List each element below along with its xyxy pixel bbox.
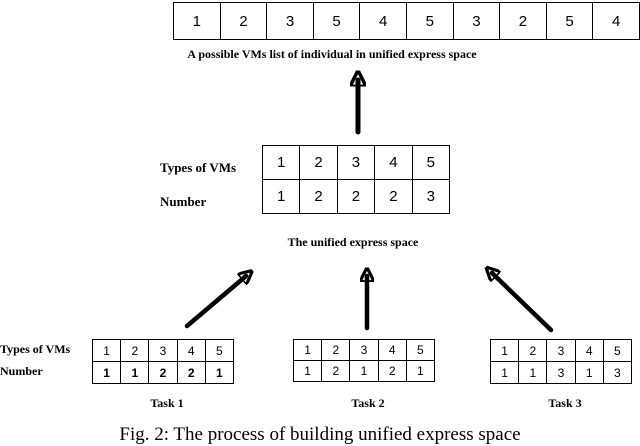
task3-number-cell: 1 (489, 361, 520, 384)
unified-number-cell: 2 (336, 179, 376, 214)
task3-number-cell: 1 (574, 361, 604, 384)
arrow-task3 (492, 273, 554, 333)
unified-type-cell: 2 (299, 145, 338, 180)
vm-list-table: 1 2 3 5 4 5 3 2 5 4 (173, 2, 640, 40)
unified-number-label: Number (160, 194, 207, 209)
task2-number-cell: 1 (292, 360, 323, 382)
task3-table: 1 2 3 4 5 1 1 3 1 3 (489, 339, 632, 384)
task3-number-cell: 1 (518, 361, 548, 384)
vm-list-cell: 2 (499, 2, 547, 40)
task1-number-label: Number (0, 364, 43, 378)
task1-table: 1 2 3 4 5 1 1 2 2 1 (91, 339, 234, 384)
vm-list-cell: 3 (452, 2, 501, 40)
unified-type-cell: 4 (374, 145, 413, 180)
figure-caption: Fig. 2: The process of building unified … (119, 424, 521, 445)
unified-number-cell: 2 (299, 179, 338, 214)
task2-caption: Task 2 (351, 396, 385, 410)
task2-number-cell: 2 (321, 360, 351, 382)
vm-list-cell: 1 (173, 2, 221, 40)
task3-number-cell: 3 (546, 361, 576, 384)
vm-list-caption: A possible VMs list of individual in uni… (187, 47, 477, 61)
unified-number-cell: 3 (411, 179, 450, 214)
vm-list-cell: 4 (359, 2, 407, 40)
vm-list-cell: 4 (592, 2, 640, 40)
unified-types-label: Types of VMs (160, 160, 237, 175)
task1-number-cell: 2 (148, 361, 178, 384)
unified-space-caption: The unified express space (287, 235, 419, 249)
arrow-task1 (184, 276, 246, 329)
unified-number-cell: 2 (374, 179, 413, 214)
task1-number-cell: 1 (204, 361, 234, 384)
task3-number-cell: 3 (602, 361, 632, 384)
vm-list-cell: 5 (312, 2, 361, 40)
task2-number-cell: 1 (405, 360, 435, 382)
task2-table: 1 2 3 4 5 1 2 1 2 1 (292, 339, 435, 382)
unified-space-table: 1 2 3 4 5 1 2 2 2 3 (261, 145, 450, 214)
task1-types-label: Types of VMs (0, 342, 71, 356)
unified-type-cell: 3 (336, 145, 376, 180)
task3-caption: Task 3 (548, 396, 582, 410)
unified-number-cell: 1 (261, 179, 301, 214)
task1-caption: Task 1 (150, 396, 184, 410)
unified-type-cell: 1 (261, 145, 301, 180)
vm-list-cell: 3 (266, 2, 314, 40)
task1-number-cell: 1 (91, 361, 122, 384)
vm-list-cell: 5 (405, 2, 454, 40)
